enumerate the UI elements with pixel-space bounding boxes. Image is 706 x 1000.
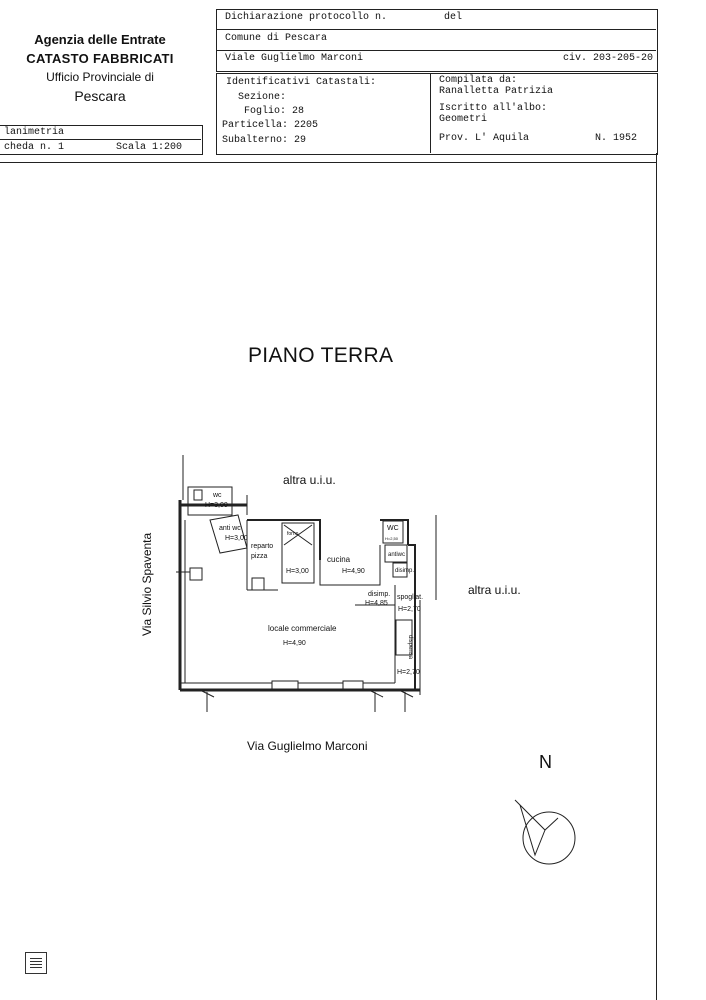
sezione-label: Sezione: (238, 92, 287, 103)
room-reparto: reparto (251, 543, 273, 550)
room-locale: locale commerciale (268, 624, 337, 633)
room-spogliat: spogliat. (397, 594, 423, 601)
room-forno-h: H=3,00 (286, 568, 309, 575)
divider (216, 29, 656, 30)
altra-uiu-right: altra u.i.u. (468, 583, 521, 597)
room-dispensa: dispensa (407, 635, 413, 660)
room-wc: wc (212, 492, 222, 499)
planimetria-box (0, 125, 203, 155)
identificativi-box (216, 73, 658, 155)
protocol-box (216, 9, 658, 72)
subalterno-label: Subalterno: 29 (222, 135, 307, 146)
room-anti-wc: anti wc (219, 525, 241, 532)
menu-icon[interactable] (25, 952, 47, 974)
room-spogliat-h: H=2,70 (398, 606, 421, 613)
prov-label: Prov. L' Aquila (439, 133, 530, 144)
agency-name: Agenzia delle Entrate (34, 32, 166, 47)
frame-right (656, 153, 657, 1000)
iscritto-label: Iscritto all'albo: (439, 103, 548, 114)
altra-uiu-top: altra u.i.u. (283, 473, 336, 487)
compilata-name: Ranalletta Patrizia (439, 86, 554, 97)
identificativi-heading: Identificativi Catastali: (226, 77, 377, 88)
room-disimp2-h: H=4,85 (365, 600, 388, 607)
dichiarazione-label: Dichiarazione protocollo n. (225, 12, 388, 23)
particella-label: Particella: 2205 (222, 120, 319, 131)
room-wc2: WC (387, 525, 399, 532)
del-label: del (444, 12, 463, 23)
comune-label: Comune di Pescara (225, 33, 328, 44)
room-forno: forno (287, 531, 299, 537)
room-cucina-h: H=4,90 (342, 568, 365, 575)
foglio-label: Foglio: 28 (244, 106, 305, 117)
address-label: Viale Guglielmo Marconi (225, 53, 364, 64)
civ-label: civ. 203-205-20 (563, 53, 654, 64)
room-cucina: cucina (327, 555, 351, 564)
north-arrow-icon (514, 799, 576, 865)
agency-header: Agenzia delle Entrate CATASTO FABBRICATI… (0, 30, 200, 106)
room-disimp1: disimp. (395, 568, 414, 574)
albo-label: Geometri (439, 114, 488, 125)
scheda-label: cheda n. 1 (4, 142, 65, 153)
room-pizza: pizza (251, 553, 267, 560)
street-left: Via Silvio Spaventa (140, 532, 154, 636)
divider (0, 139, 201, 140)
room-anti-wc-h: H=3,00 (225, 535, 248, 542)
numero-label: N. 1952 (595, 133, 638, 144)
room-disimp2: disimp. (368, 591, 390, 598)
street-bottom: Via Guglielmo Marconi (247, 739, 368, 753)
compilata-heading: Compilata da: (439, 75, 518, 86)
room-wc2-h: H=2,50 (385, 536, 399, 541)
planimetria-label: lanimetria (4, 127, 65, 138)
ufficio-label: Ufficio Provinciale di (46, 70, 154, 84)
divider (216, 50, 656, 51)
divider (430, 73, 431, 153)
catasto-title: CATASTO FABBRICATI (26, 51, 174, 66)
north-label: N (539, 752, 552, 772)
room-wc-h: H=3,00 (205, 502, 228, 509)
room-antiwc2: antiwc (388, 552, 405, 558)
frame-top (0, 162, 656, 163)
province-name: Pescara (74, 88, 126, 104)
scala-label: Scala 1:200 (116, 142, 183, 153)
plan-title: PIANO TERRA (248, 344, 394, 367)
room-locale-h: H=4,90 (283, 640, 306, 647)
room-dispensa-h: H=2,70 (397, 669, 420, 676)
